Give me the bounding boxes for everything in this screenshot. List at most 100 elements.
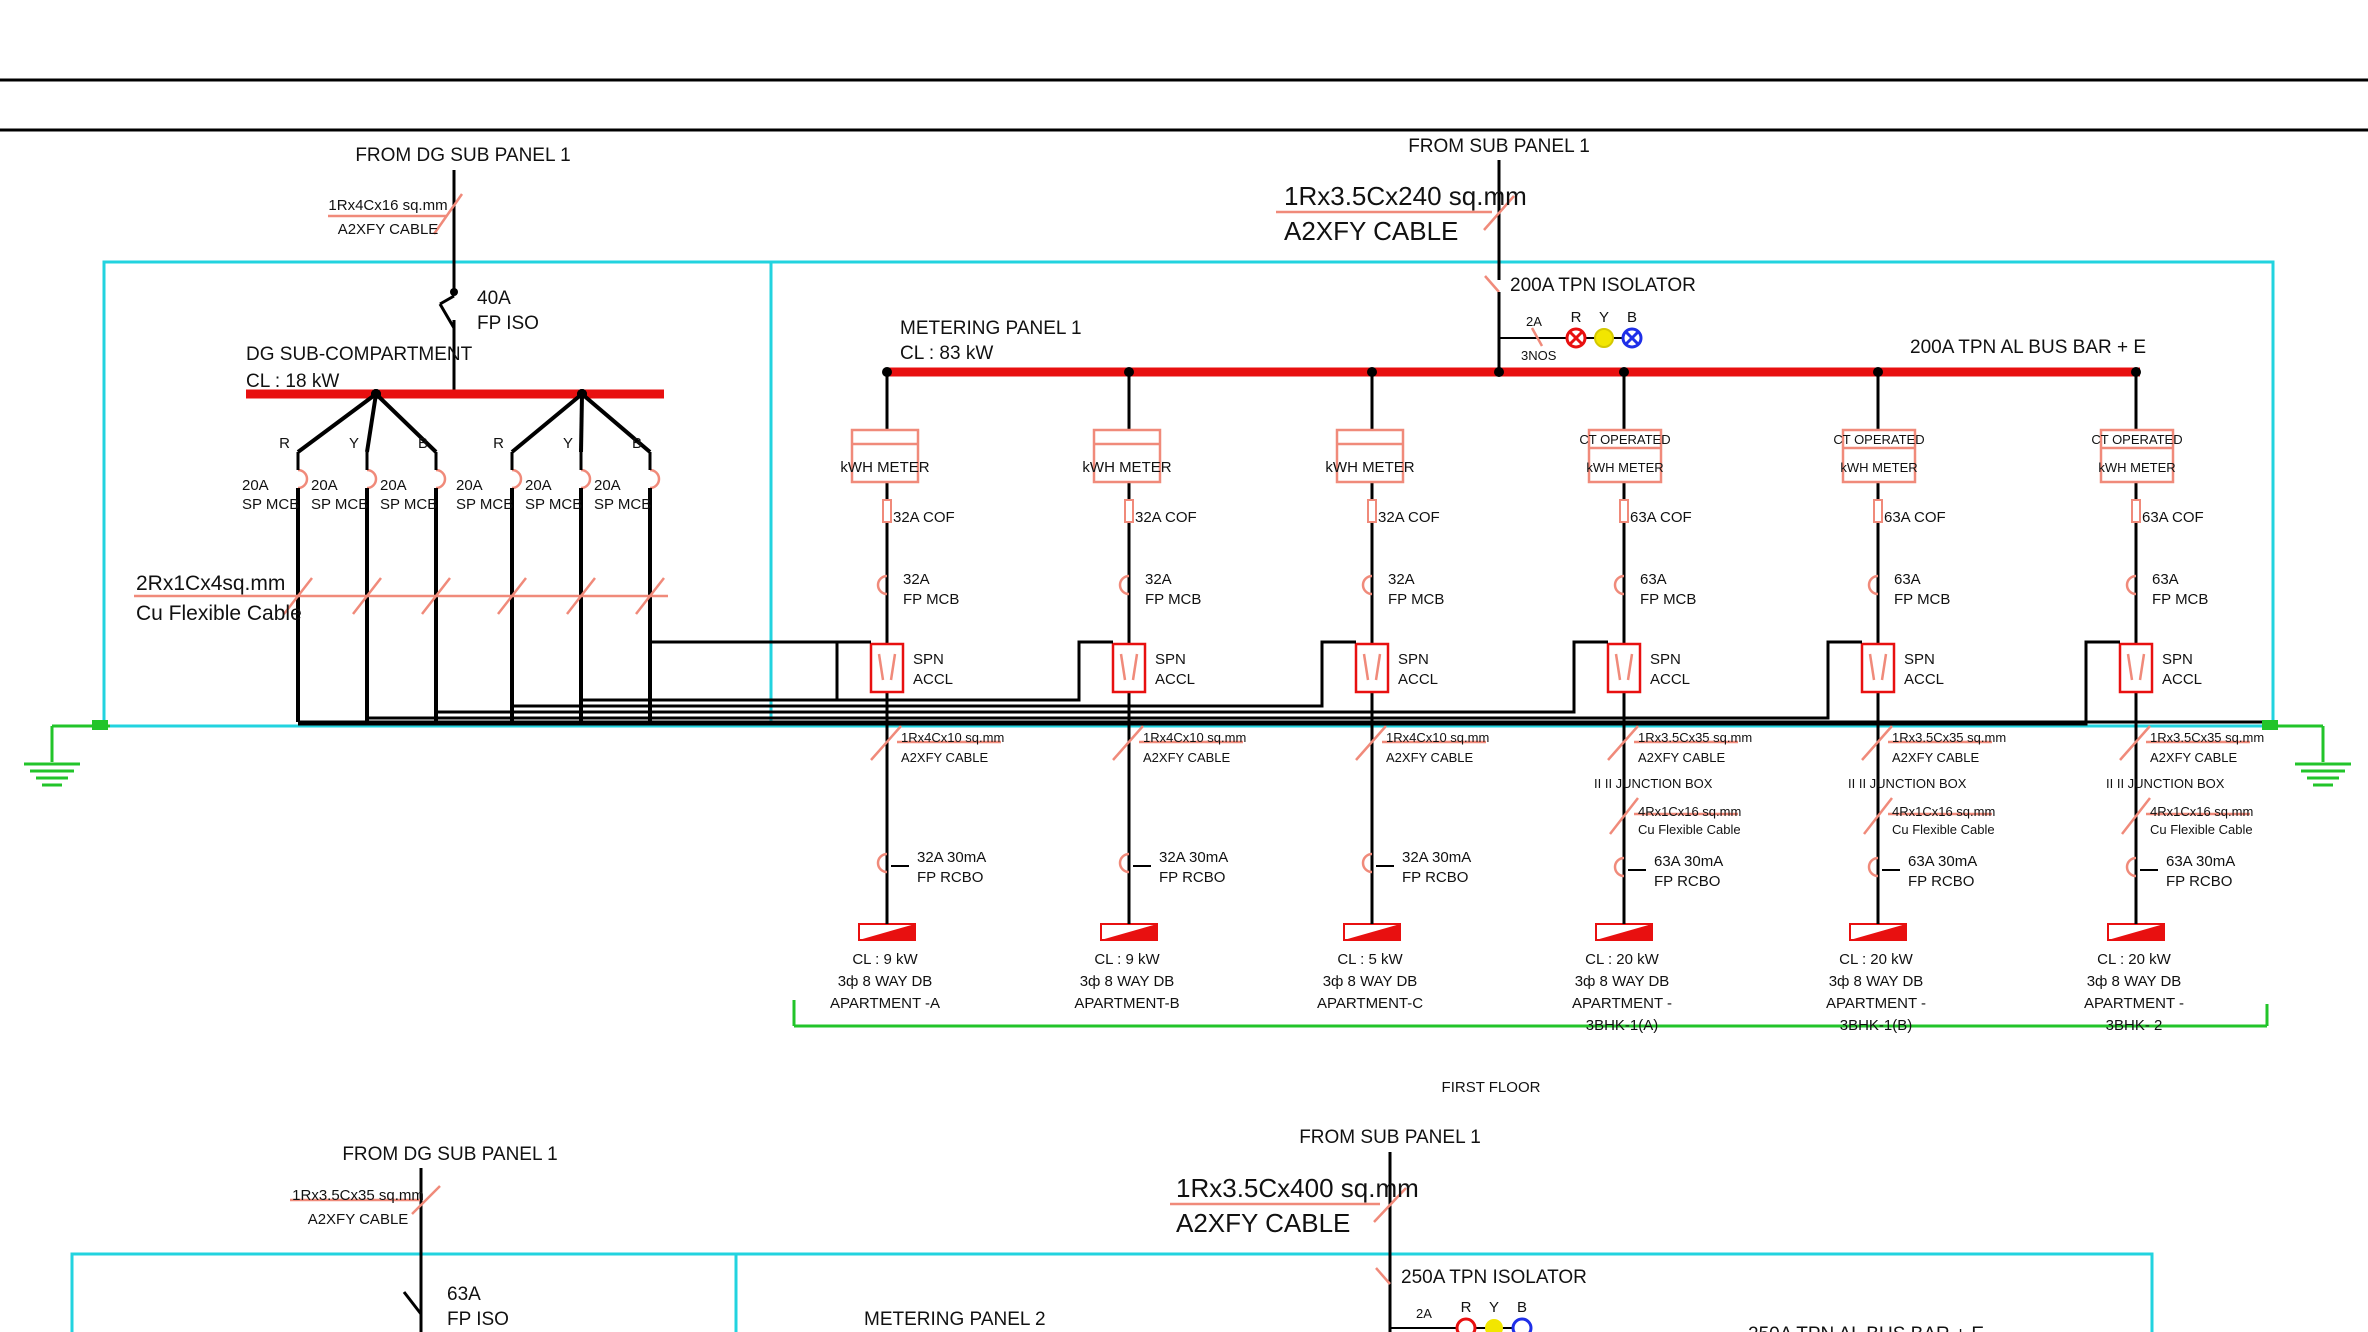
panel-title: METERING PANEL 1 <box>900 318 1082 339</box>
cable-type: A2XFY CABLE <box>901 750 989 765</box>
db-label: 3ф 8 WAY DB <box>1829 973 1924 990</box>
cable-size: 1Rx3.5Cx35 sq.mm <box>2150 730 2264 745</box>
earth-terminal-icon <box>2262 720 2278 730</box>
main-isolator-label: 200A TPN ISOLATOR <box>1510 275 1696 296</box>
mcb-icon <box>1867 574 1879 596</box>
db-icon <box>1596 924 1652 940</box>
mcb-type: FP MCB <box>1640 591 1696 608</box>
panel-2: FROM DG SUB PANEL 1 1Rx3.5Cx35 sq.mm A2X… <box>70 1127 2154 1332</box>
meter-label: kWH METER <box>840 459 929 476</box>
mcb-icon <box>511 468 523 490</box>
dg-iso-rating: 40A <box>477 288 511 309</box>
mcb-rating: 63A <box>1640 571 1667 588</box>
accl-type: SPN <box>1650 651 1681 668</box>
panel-load: CL : 83 kW <box>900 343 993 364</box>
p2-cable-type: A2XFY CABLE <box>1176 1208 1350 1238</box>
db-label: APARTMENT - <box>1826 995 1926 1012</box>
mcb-icon <box>580 468 592 490</box>
mcb-rating: 32A <box>903 571 930 588</box>
mcb-icon <box>2125 574 2137 596</box>
mcb-icon <box>649 468 661 490</box>
p2-dg-source-label: FROM DG SUB PANEL 1 <box>342 1144 557 1165</box>
db-icon <box>1101 924 1157 940</box>
ct-label: CT OPERATED <box>2091 432 2182 447</box>
mcb-icon <box>1613 574 1625 596</box>
fuse-icon <box>1367 499 1377 523</box>
mcb-icon <box>366 468 378 490</box>
rcbo-type: FP RCBO <box>1908 873 1974 890</box>
mcb-type: SP MCB <box>456 496 513 513</box>
accl-type: SPN <box>1398 651 1429 668</box>
db-label: APARTMENT - <box>1572 995 1672 1012</box>
earth-left <box>24 720 110 787</box>
dg-source-label: FROM DG SUB PANEL 1 <box>355 145 570 166</box>
rcbo-icon <box>1867 856 1879 878</box>
mcb-type: SP MCB <box>311 496 368 513</box>
fuse-icon <box>1124 499 1134 523</box>
db-icon <box>859 924 915 940</box>
cable-type: A2XFY CABLE <box>1386 750 1474 765</box>
mcb-rating: 63A <box>1894 571 1921 588</box>
cable-size: 1Rx4Cx10 sq.mm <box>1143 730 1246 745</box>
p2-indicator-rating: 2A <box>1416 1306 1432 1321</box>
mcb-rating: 20A <box>380 477 407 494</box>
main-source-label: FROM SUB PANEL 1 <box>1408 136 1590 157</box>
phase-label: R <box>493 435 504 452</box>
cable-size: 1Rx3.5Cx35 sq.mm <box>1638 730 1752 745</box>
p2-indicator-label-r: R <box>1461 1299 1472 1316</box>
meter-box <box>2099 428 2175 484</box>
dg-incomer: FROM DG SUB PANEL 1 1Rx4Cx16 sq.mm A2XFY… <box>246 145 664 399</box>
mcb-icon <box>876 574 888 596</box>
p2-dg-cable-type: A2XFY CABLE <box>308 1211 409 1228</box>
cable-type: A2XFY CABLE <box>2150 750 2238 765</box>
accl-label: ACCL <box>1155 671 1195 688</box>
p2-dg-iso-type: FP ISO <box>447 1309 509 1330</box>
rcbo-icon <box>2125 856 2137 878</box>
accl-icon <box>2118 642 2154 694</box>
meter-box <box>1335 428 1405 484</box>
mcb-rating: 32A <box>1145 571 1172 588</box>
wire <box>436 642 1576 714</box>
flex-cable-type: Cu Flexible Cable <box>1892 822 1995 837</box>
mcb-rating: 20A <box>525 477 552 494</box>
db-label: 3ф 8 WAY DB <box>2087 973 2182 990</box>
dg-mcb: R 20A SP MCB <box>456 389 587 722</box>
mcb-rating: 32A <box>1388 571 1415 588</box>
db-label: 3ф 8 WAY DB <box>1323 973 1418 990</box>
accl-icon <box>1860 642 1896 694</box>
phase-indicators: 2A 3NOS R Y B <box>1499 309 1643 363</box>
wire <box>367 642 1830 720</box>
rcbo-icon <box>1118 852 1130 874</box>
rcbo-rating: 63A 30mA <box>1654 853 1723 870</box>
cof-label: 32A COF <box>893 509 955 526</box>
accl-icon <box>1111 642 1147 694</box>
cof-label: 32A COF <box>1378 509 1440 526</box>
cof-label: 63A COF <box>2142 509 2204 526</box>
dg-cable-type: A2XFY CABLE <box>338 221 439 238</box>
cable-type: A2XFY CABLE <box>1638 750 1726 765</box>
mcb-type: FP MCB <box>1894 591 1950 608</box>
indicator-lamp-y-icon <box>1594 328 1614 348</box>
db-label: 3ф 8 WAY DB <box>838 973 933 990</box>
p2-panel-title: METERING PANEL 2 <box>864 1309 1046 1330</box>
p2-dg-iso-rating: 63A <box>447 1284 481 1305</box>
rcbo-type: FP RCBO <box>1402 869 1468 886</box>
flex-cable-size: 4Rx1Cx16 sq.mm <box>1892 804 1995 819</box>
indicator-rating: 2A <box>1526 314 1542 329</box>
mcb-type: FP MCB <box>1388 591 1444 608</box>
panel-borders <box>102 260 2275 1028</box>
dg-out-cable-type: Cu Flexible Cable <box>136 602 302 625</box>
cable-type: A2XFY CABLE <box>1143 750 1231 765</box>
accl-icon <box>1354 642 1390 694</box>
meter-label: kWH METER <box>1325 459 1414 476</box>
mcb-type: SP MCB <box>525 496 582 513</box>
meter-box <box>1587 428 1663 484</box>
accl-label: ACCL <box>2162 671 2202 688</box>
dg-iso-type: FP ISO <box>477 313 539 334</box>
p2-cable-size: 1Rx3.5Cx400 sq.mm <box>1176 1173 1419 1203</box>
